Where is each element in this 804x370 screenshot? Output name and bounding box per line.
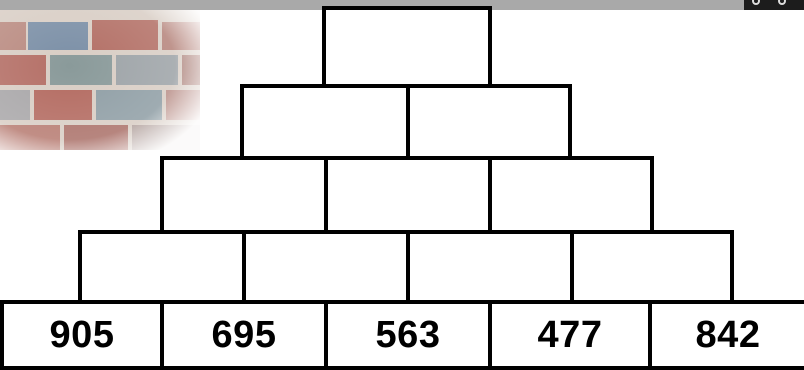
pyramid-empty-cell[interactable]	[488, 156, 654, 234]
pyramid-base-cell: 477	[488, 300, 652, 370]
pyramid-empty-cell[interactable]	[242, 230, 410, 304]
base-value: 477	[538, 314, 603, 357]
pyramid-empty-cell[interactable]	[240, 84, 410, 160]
pyramid-empty-cell[interactable]	[406, 230, 574, 304]
circle-icon	[778, 0, 786, 5]
pyramid-top-cell[interactable]	[322, 6, 492, 88]
pyramid-empty-cell[interactable]	[406, 84, 572, 160]
brick-wall-image	[0, 10, 200, 150]
corner-decoration	[744, 0, 804, 10]
base-value: 563	[376, 314, 441, 357]
base-value: 905	[50, 314, 115, 357]
pyramid-empty-cell[interactable]	[570, 230, 734, 304]
pyramid-empty-cell[interactable]	[324, 156, 492, 234]
pyramid-empty-cell[interactable]	[160, 156, 328, 234]
pyramid-base-cell: 695	[160, 300, 328, 370]
base-value: 842	[696, 314, 761, 357]
pyramid-base-cell: 842	[648, 300, 804, 370]
pyramid-empty-cell[interactable]	[78, 230, 246, 304]
base-value: 695	[212, 314, 277, 357]
circle-icon	[752, 0, 760, 5]
pyramid-base-cell: 905	[0, 300, 164, 370]
pyramid-base-cell: 563	[324, 300, 492, 370]
